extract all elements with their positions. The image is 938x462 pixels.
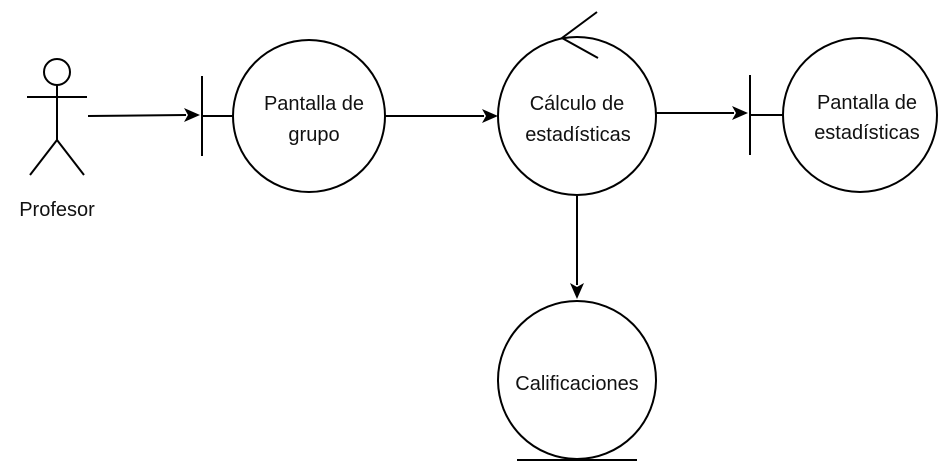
entity-calificaciones[interactable]: Calificaciones [497, 300, 657, 461]
actor-right-leg [56, 139, 85, 176]
boundary-pantalla-grupo[interactable]: Pantalla de grupo [201, 39, 386, 193]
boundary-pantalla-estadisticas[interactable]: Pantalla de estadísticas [749, 37, 938, 193]
arrowhead [570, 283, 584, 299]
actor-label: Profesor [19, 199, 95, 221]
pantalla-grupo-label-line1: Pantalla de [264, 93, 364, 115]
control-calculo[interactable]: Cálculo de estadísticas [497, 11, 657, 196]
boundary-circle [782, 37, 938, 193]
arrow-profesor-to-pantalla-grupo [87, 108, 200, 122]
calificaciones-label: Calificaciones [515, 373, 638, 395]
arrow-pantalla-grupo-to-calculo [385, 109, 498, 123]
actor-head [43, 58, 71, 86]
arrow-calculo-to-pantalla-estadisticas [656, 106, 748, 120]
pantalla-estadisticas-label-line2: estadísticas [814, 122, 920, 144]
calculo-label-line1: Cálculo de [530, 93, 625, 115]
connector-line [87, 114, 187, 117]
boundary-circle [232, 39, 386, 193]
actor-profesor[interactable]: Profesor [19, 58, 95, 221]
control-arrow-marker [560, 11, 599, 59]
arrowhead [184, 108, 200, 122]
arrow-calculo-to-calificaciones [570, 196, 584, 299]
calculo-label-line2: estadísticas [525, 124, 631, 146]
control-circle [497, 36, 657, 196]
arrowhead [482, 109, 498, 123]
arrowhead [732, 106, 748, 120]
pantalla-estadisticas-label-line1: Pantalla de [817, 92, 917, 114]
pantalla-grupo-label-line2: grupo [288, 124, 339, 146]
actor-left-leg [29, 139, 58, 176]
